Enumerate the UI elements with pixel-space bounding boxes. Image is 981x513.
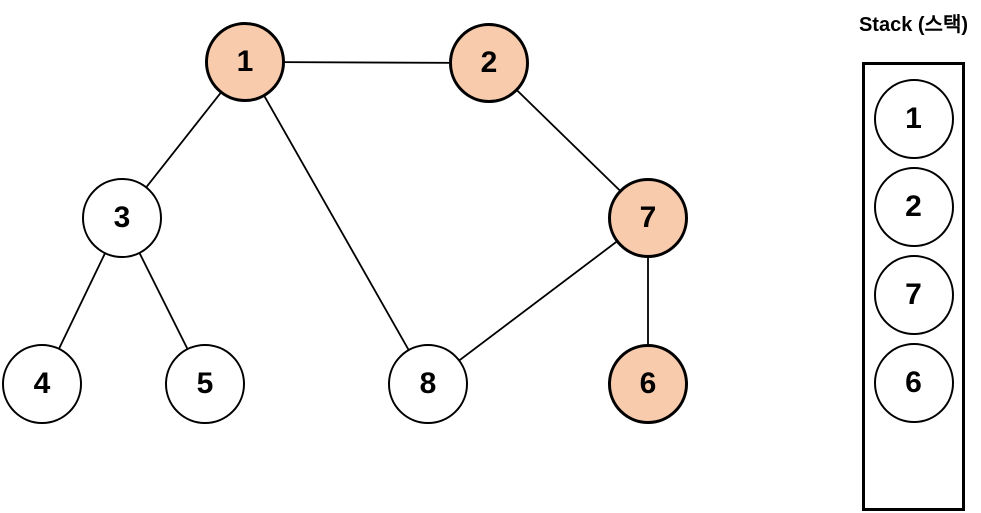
- graph-node-2: 2: [449, 23, 529, 103]
- graph-node-label: 4: [33, 367, 51, 400]
- graph-node-5: 5: [165, 344, 245, 424]
- graph-node-label: 3: [113, 201, 131, 234]
- graph-edge-7-8: [427, 217, 649, 385]
- graph-node-label: 1: [236, 45, 254, 78]
- graph-node-7: 7: [608, 178, 688, 258]
- stack-item-7: 7: [873, 255, 954, 335]
- stack-item-1: 1: [873, 79, 954, 159]
- graph-node-8: 8: [388, 344, 468, 424]
- stack-title: Stack (스택): [858, 14, 969, 36]
- graph-node-3: 3: [82, 178, 162, 258]
- graph-node-label: 8: [419, 367, 437, 400]
- stack-item-6: 6: [873, 343, 954, 423]
- stack-item-label: 7: [905, 278, 922, 311]
- graph-edge-1-8: [244, 61, 429, 385]
- graph-edge-1-2: [244, 61, 490, 64]
- graph-node-4: 4: [2, 344, 82, 424]
- stack-item-label: 6: [905, 366, 922, 399]
- graph-node-label: 6: [639, 367, 657, 400]
- graph-node-label: 2: [480, 46, 498, 79]
- stack-item-label: 2: [905, 190, 922, 223]
- graph-node-label: 5: [196, 367, 214, 400]
- graph-node-6: 6: [608, 344, 688, 424]
- stack-item-label: 1: [905, 102, 922, 135]
- stack-container: 1 2 7 6: [862, 62, 965, 511]
- graph-node-1: 1: [205, 22, 285, 102]
- graph-node-label: 7: [639, 201, 657, 234]
- stack-item-2: 2: [873, 167, 954, 247]
